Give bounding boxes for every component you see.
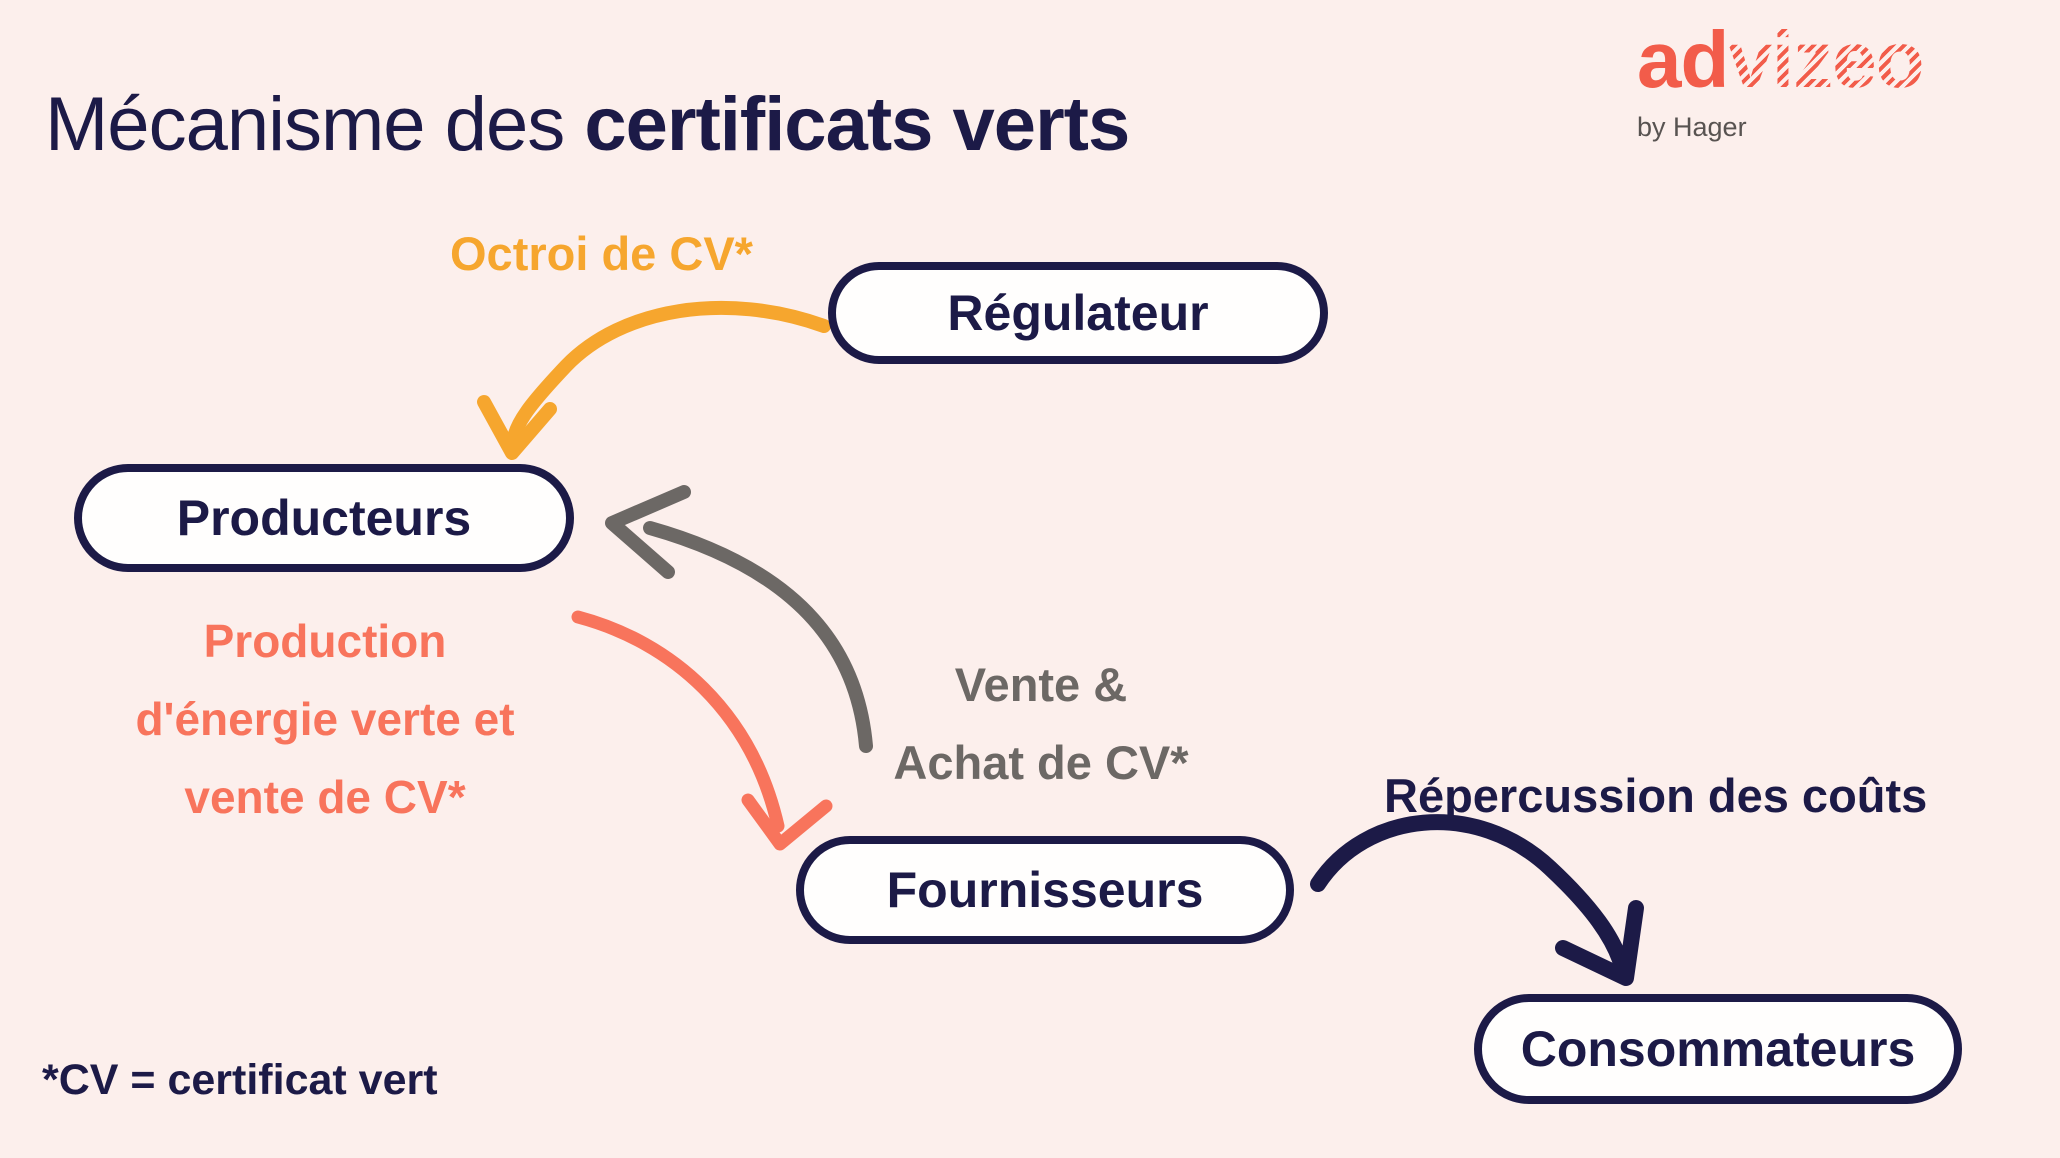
page-title-bold: certificats verts bbox=[584, 81, 1130, 167]
advizeo-wordmark-striped: vizeo bbox=[1728, 15, 1924, 104]
repercussion-arrow bbox=[1310, 814, 1644, 986]
page-title: Mécanisme des certificats verts bbox=[45, 81, 1130, 168]
vente-achat-arrowhead-icon bbox=[605, 485, 691, 579]
node-fournisseurs: Fournisseurs bbox=[796, 836, 1294, 944]
page-title-regular: Mécanisme des bbox=[45, 81, 585, 167]
production-arrow-curve bbox=[571, 610, 785, 833]
label-vente-achat-line-2: Achat de CV* bbox=[893, 736, 1189, 789]
repercussion-arrow-curve bbox=[1310, 814, 1628, 968]
label-vente-achat-line-1: Vente & bbox=[954, 658, 1128, 711]
node-regulateur: Régulateur bbox=[828, 262, 1328, 364]
octroi-arrow bbox=[477, 300, 831, 460]
octroi-arrowhead-icon bbox=[477, 395, 557, 460]
label-vente-achat: Vente & Achat de CV* bbox=[801, 646, 1281, 802]
octroi-arrow-curve bbox=[506, 300, 831, 451]
label-production-energie: Production d'énergie verte et vente de C… bbox=[85, 602, 565, 836]
advizeo-wordmark-solid: ad bbox=[1637, 15, 1729, 104]
advizeo-wordmark: advizeo bbox=[1637, 20, 1924, 100]
production-arrow bbox=[571, 610, 833, 851]
node-consommateurs: Consommateurs bbox=[1474, 994, 1962, 1104]
label-production-line-1: Production bbox=[203, 615, 447, 667]
label-repercussion-couts: Répercussion des coûts bbox=[1384, 769, 1928, 822]
label-production-line-2: d'énergie verte et bbox=[135, 693, 515, 745]
label-octroi-de-cv: Octroi de CV* bbox=[450, 227, 753, 280]
production-arrowhead-icon bbox=[741, 793, 833, 851]
label-production-line-3: vente de CV* bbox=[184, 771, 466, 823]
advizeo-logo: advizeo by Hager bbox=[1637, 20, 1924, 142]
logo-byline: by Hager bbox=[1637, 112, 1747, 142]
repercussion-arrowhead-icon bbox=[1555, 900, 1644, 986]
node-producteurs: Producteurs bbox=[74, 464, 574, 572]
footnote-cv-definition: *CV = certificat vert bbox=[42, 1056, 438, 1104]
